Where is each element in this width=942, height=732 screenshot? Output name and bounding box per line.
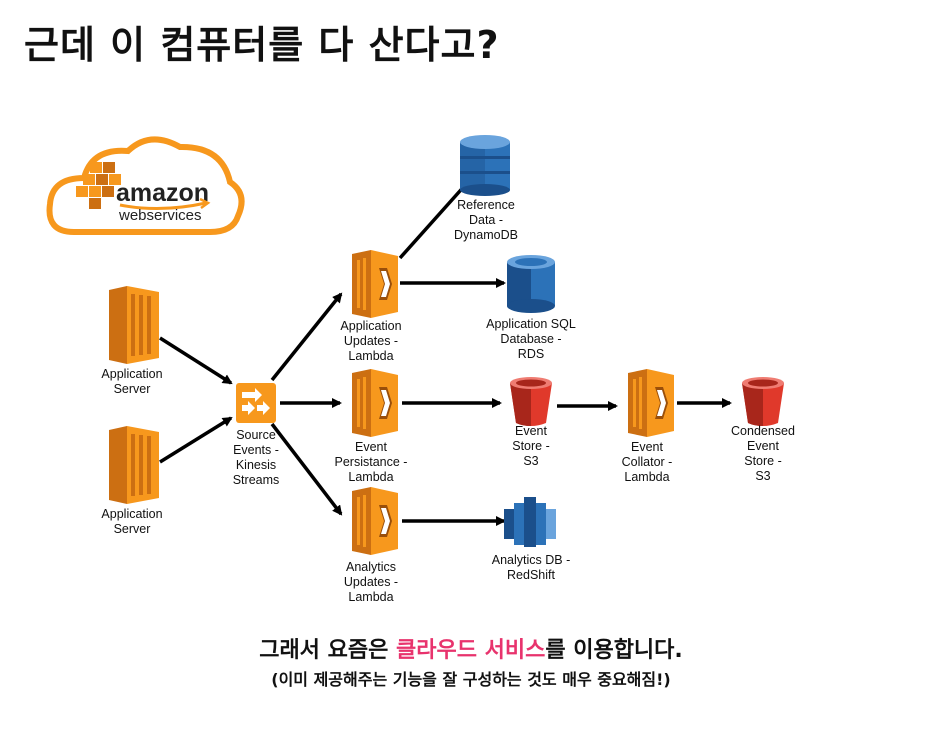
footer-text-after: 를 이용합니다. <box>545 638 683 663</box>
rds-database-icon <box>507 255 555 313</box>
label-lambda-collator: Event Collator - Lambda <box>621 440 673 484</box>
kinesis-stream-icon <box>236 383 276 423</box>
label-dynamodb: Reference Data - DynamoDB <box>454 198 518 242</box>
lambda-icon <box>352 250 398 318</box>
arrow-server1-to-kinesis <box>159 336 233 385</box>
label-lambda-analytics: Analytics Updates - Lambda <box>343 560 399 604</box>
ec2-server-icon <box>109 286 159 364</box>
redshift-icon <box>504 497 556 547</box>
aws-logo-word-webservices: webservices <box>118 207 202 224</box>
arrow-kinesis-to-analytics <box>270 422 343 516</box>
label-rds: Application SQL Database - RDS <box>486 317 576 361</box>
label-app-server-1: Application Server <box>101 367 163 396</box>
lambda-icon <box>352 487 398 555</box>
s3-bucket-icon <box>510 377 552 426</box>
label-lambda-updates: Application Updates - Lambda <box>340 319 402 363</box>
footer-highlight-cloud-services: 클라우드 서비스 <box>395 638 546 663</box>
label-lambda-persist: Event Persistance - Lambda <box>334 440 408 484</box>
aws-logo-word-amazon: amazon <box>116 179 209 207</box>
aws-boxes-icon <box>76 162 121 209</box>
s3-bucket-icon <box>742 377 784 426</box>
label-s3-store: Event Store - S3 <box>512 424 550 468</box>
lambda-icon <box>352 369 398 437</box>
arrow-server2-to-kinesis <box>159 416 233 464</box>
label-s3-condensed: Condensed Event Store - S3 <box>731 424 795 483</box>
slide-title: 근데 이 컴퓨터를 다 산다고? <box>24 23 500 67</box>
label-kinesis: Source Events - Kinesis Streams <box>232 428 280 487</box>
dynamodb-icon <box>460 135 510 196</box>
footer-sub-text: (이미 제공해주는 기능을 잘 구성하는 것도 매우 중요해짐!) <box>271 670 671 689</box>
footer-text-before: 그래서 요즘은 <box>259 638 396 663</box>
label-redshift: Analytics DB - RedShift <box>491 553 571 582</box>
footer-main-text: 그래서 요즘은 클라우드 서비스를 이용합니다. <box>0 632 942 664</box>
arrow-kinesis-to-updates <box>270 292 343 382</box>
aws-logo: amazon webservices <box>46 136 245 235</box>
label-app-server-2: Application Server <box>101 507 163 536</box>
connector-arrows <box>159 171 732 526</box>
ec2-server-icon <box>109 426 159 504</box>
lambda-icon <box>628 369 674 437</box>
